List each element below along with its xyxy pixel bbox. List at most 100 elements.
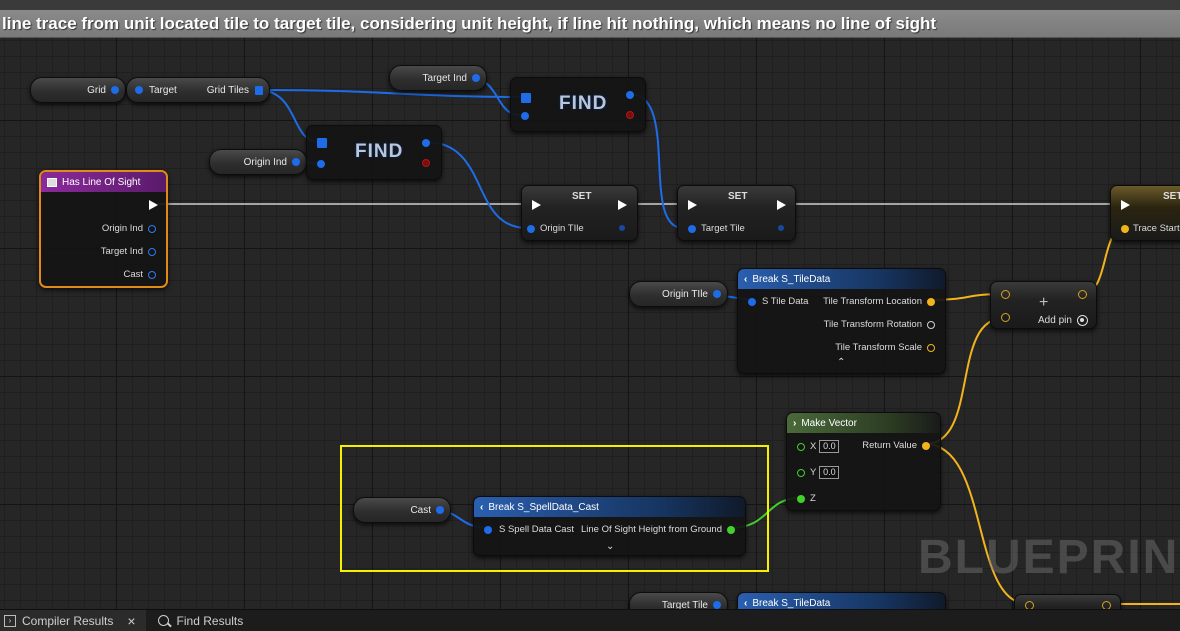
target-tile-bottom-label: Target Tile xyxy=(661,599,708,611)
break-spell-input-pin[interactable] xyxy=(484,525,492,534)
make-vector-y-label: Y xyxy=(810,467,817,478)
event-target-ind-row: Target Ind xyxy=(101,246,156,257)
find-bottom-output-pin[interactable] xyxy=(422,139,430,147)
find-bottom-array-pin[interactable] xyxy=(317,138,327,148)
origin-ind-variable-node[interactable]: Origin Ind xyxy=(209,149,307,175)
break-tile-location-pin[interactable] xyxy=(927,297,935,306)
find-top-error-pin[interactable] xyxy=(626,111,634,119)
break-tile-location-row: Tile Transform Location xyxy=(823,296,935,307)
grid-label: Grid xyxy=(87,84,106,96)
tab-find-results[interactable]: Find Results xyxy=(146,610,254,631)
cast-variable-node[interactable]: Cast xyxy=(353,497,451,523)
grid-tiles-getter-node[interactable]: Target Grid Tiles xyxy=(126,77,270,103)
grid-tiles-label: Grid Tiles xyxy=(206,84,249,96)
set-target-output-pin[interactable] xyxy=(778,225,784,231)
make-vector-title: Make Vector xyxy=(801,417,857,429)
search-icon xyxy=(157,615,172,628)
break-tile-input-pin[interactable] xyxy=(748,297,756,306)
make-vector-y-pin[interactable] xyxy=(797,468,805,477)
grid-output-pin[interactable] xyxy=(111,86,119,94)
target-ind-variable-node[interactable]: Target Ind xyxy=(389,65,487,91)
cast-output-pin[interactable] xyxy=(436,506,444,514)
set-target-exec-in[interactable] xyxy=(688,200,697,210)
make-vector-x-input[interactable]: 0.0 xyxy=(819,440,840,453)
make-vector-return-pin[interactable] xyxy=(922,441,930,450)
event-origin-ind-pin[interactable] xyxy=(148,224,156,233)
origin-tile-output-pin[interactable] xyxy=(713,290,721,298)
target-ind-label: Target Ind xyxy=(422,72,467,84)
make-vector-y-row: Y 0.0 xyxy=(797,466,840,479)
target-tile-bottom-pin[interactable] xyxy=(713,601,721,609)
break-spell-data-node[interactable]: ‹ Break S_SpellData_Cast S Spell Data Ca… xyxy=(473,496,746,556)
comment-box-title[interactable]: line trace from unit located tile to tar… xyxy=(0,10,1180,38)
grid-tiles-output-pin[interactable] xyxy=(255,85,263,95)
event-cast-label: Cast xyxy=(123,269,143,280)
set-origin-tile-node[interactable]: SET Origin TIle xyxy=(521,185,638,241)
make-vector-y-input[interactable]: 0.0 xyxy=(819,466,840,479)
set-origin-input-pin[interactable] xyxy=(527,224,535,233)
break-tile-rotation-row: Tile Transform Rotation xyxy=(824,319,935,330)
find-bottom-item-pin[interactable] xyxy=(317,160,325,168)
event-cast-pin[interactable] xyxy=(148,270,156,279)
find-top-item-pin[interactable] xyxy=(521,112,529,120)
set-trace-start-node[interactable]: SET Trace Start xyxy=(1110,185,1180,241)
make-vector-x-pin[interactable] xyxy=(797,442,805,451)
break-spell-output-label: Line Of Sight Height from Ground xyxy=(581,524,722,535)
make-vector-x-row: X 0.0 xyxy=(797,440,840,453)
break-tile-data-node[interactable]: ‹ Break S_TileData S Tile Data Tile Tran… xyxy=(737,268,946,374)
event-title: Has Line Of Sight xyxy=(62,176,141,188)
origin-ind-output-pin[interactable] xyxy=(292,158,300,166)
chevron-up-icon[interactable]: ⌃ xyxy=(837,357,846,368)
target-input-pin[interactable] xyxy=(135,86,143,94)
set-origin-exec-out[interactable] xyxy=(618,200,627,210)
event-target-ind-pin[interactable] xyxy=(148,247,156,256)
set-target-tile-node[interactable]: SET Target Tile xyxy=(677,185,796,241)
break-tile-scale-pin[interactable] xyxy=(927,343,935,352)
find-bottom-error-pin[interactable] xyxy=(422,159,430,167)
event-has-line-of-sight[interactable]: Has Line Of Sight Origin Ind Target Ind … xyxy=(39,170,168,288)
make-vector-header: › Make Vector xyxy=(787,413,940,433)
break-tile-rotation-pin[interactable] xyxy=(927,320,935,329)
break-tile-title: Break S_TileData xyxy=(752,273,831,285)
break-tile-input-label: S Tile Data xyxy=(762,296,809,307)
break-spell-output-pin[interactable] xyxy=(727,525,735,534)
close-icon[interactable]: × xyxy=(127,612,136,629)
set-target-title: SET xyxy=(728,191,748,202)
tab-compiler-results[interactable]: › Compiler Results × xyxy=(0,609,146,631)
make-struct-icon: › xyxy=(793,417,797,429)
event-target-ind-label: Target Ind xyxy=(100,246,143,257)
add-input-b-pin[interactable] xyxy=(1001,313,1010,322)
add-pin-icon xyxy=(1076,315,1088,326)
event-origin-ind-label: Origin Ind xyxy=(101,223,143,234)
break-tile-location-label: Tile Transform Location xyxy=(823,296,922,307)
add-vector-node[interactable]: + Add pin xyxy=(990,281,1097,329)
set-origin-exec-in[interactable] xyxy=(532,200,541,210)
set-target-input-pin[interactable] xyxy=(688,224,696,233)
compiler-results-icon: › xyxy=(4,614,16,627)
make-vector-node[interactable]: › Make Vector X 0.0 Y 0.0 Z Return Value xyxy=(786,412,941,511)
set-trace-exec-in[interactable] xyxy=(1121,200,1130,210)
chevron-down-icon[interactable]: ⌄ xyxy=(606,541,615,552)
yellow-highlight-box xyxy=(340,445,769,572)
grid-variable-node[interactable]: Grid xyxy=(30,77,126,103)
break-tile-bottom-icon: ‹ xyxy=(744,597,748,609)
function-icon xyxy=(47,177,57,187)
target-ind-output-pin[interactable] xyxy=(472,74,480,82)
event-exec-out-pin[interactable] xyxy=(149,200,158,210)
make-vector-return-label: Return Value xyxy=(862,440,917,451)
set-origin-output-pin[interactable] xyxy=(619,225,625,231)
add-pin-button[interactable]: Add pin xyxy=(1038,315,1088,326)
find-node-top[interactable]: FIND xyxy=(510,77,646,132)
origin-tile-variable-node[interactable]: Origin TIle xyxy=(629,281,728,307)
find-top-array-pin[interactable] xyxy=(521,93,531,103)
find-top-output-pin[interactable] xyxy=(626,91,634,99)
make-vector-z-pin[interactable] xyxy=(797,494,805,503)
add-output-pin[interactable] xyxy=(1078,290,1087,299)
break-tile-scale-label: Tile Transform Scale xyxy=(835,342,922,353)
set-trace-input-pin[interactable] xyxy=(1121,224,1129,233)
find-node-bottom[interactable]: FIND xyxy=(306,125,442,180)
add-input-a-pin[interactable] xyxy=(1001,290,1010,299)
origin-ind-label: Origin Ind xyxy=(243,156,287,168)
top-strip xyxy=(0,0,1180,10)
set-target-exec-out[interactable] xyxy=(777,200,786,210)
